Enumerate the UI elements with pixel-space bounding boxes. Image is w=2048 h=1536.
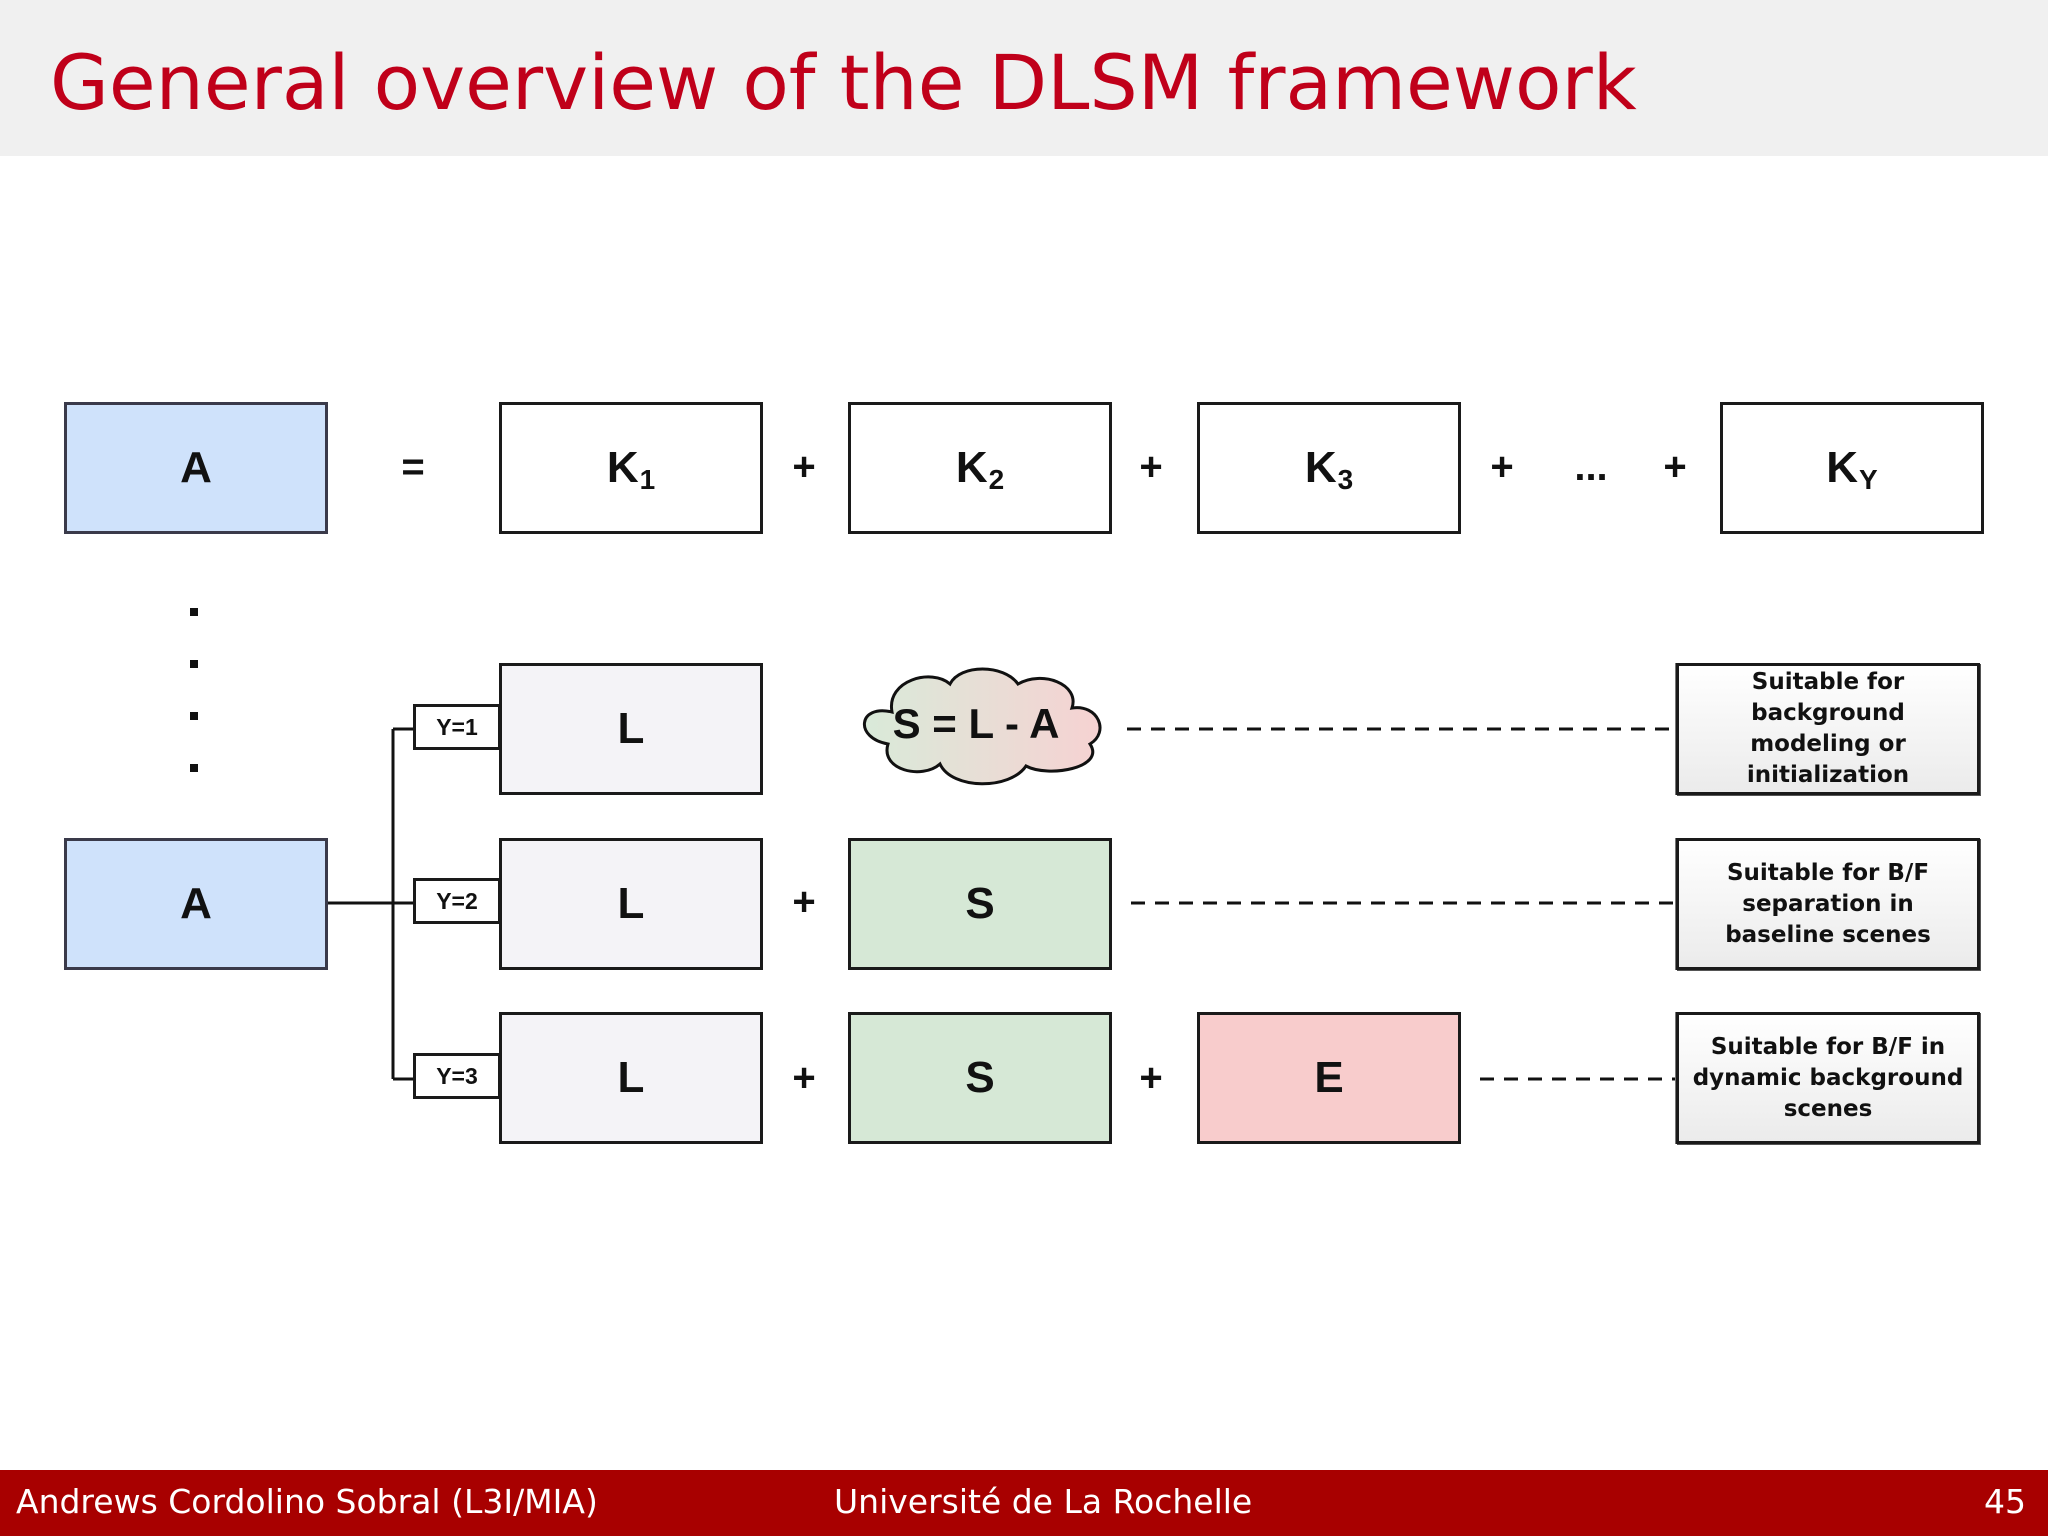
equals-sign: = — [401, 445, 425, 489]
footer-page-number: 45 — [1984, 1482, 2026, 1521]
row2-plus: + — [792, 880, 816, 924]
note-row1: Suitable for background modeling or init… — [1676, 663, 1980, 795]
vertical-dot — [190, 712, 198, 720]
row1-block-l-label: L — [617, 704, 645, 753]
row3-block-l-label: L — [617, 1053, 645, 1102]
kernel-k2-sub: 2 — [988, 464, 1005, 495]
row3-block-s: S — [848, 1012, 1112, 1144]
row2-block-l-label: L — [617, 879, 645, 928]
kernel-k1-base: K — [606, 443, 639, 492]
kernel-k2-base: K — [955, 443, 988, 492]
kernel-k1-sub: 1 — [639, 464, 656, 495]
kernel-ky-base: K — [1826, 443, 1859, 492]
matrix-a-label: A — [180, 443, 212, 492]
footer-author: Andrews Cordolino Sobral (L3I/MIA) — [16, 1482, 598, 1521]
kernel-ky-sub: Y — [1859, 464, 1878, 495]
note-row2: Suitable for B/F separation in baseline … — [1676, 838, 1980, 970]
note-row3: Suitable for B/F in dynamic background s… — [1676, 1012, 1980, 1144]
row-label-y1: Y=1 — [413, 704, 501, 750]
row-label-y2: Y=2 — [413, 878, 501, 924]
row3-plus-2: + — [1139, 1056, 1163, 1100]
row1-block-l: L — [499, 663, 763, 795]
vertical-dot — [190, 764, 198, 772]
cloud-shape — [862, 667, 1102, 786]
row2-block-s-label: S — [965, 879, 995, 928]
vertical-dot — [190, 608, 198, 616]
plus-sign-1: + — [792, 445, 816, 489]
row3-plus-1: + — [792, 1056, 816, 1100]
row3-block-e-label: E — [1314, 1053, 1344, 1102]
plus-sign-2: + — [1139, 445, 1163, 489]
vertical-dot — [190, 660, 198, 668]
matrix-a-input: A — [64, 838, 328, 970]
ellipsis: ... — [1574, 445, 1608, 489]
cloud-formula: S = L - A — [892, 700, 1060, 747]
title-bar: General overview of the DLSM framework — [0, 0, 2048, 156]
plus-sign-3: + — [1490, 445, 1514, 489]
plus-sign-4: + — [1663, 445, 1687, 489]
slide-title: General overview of the DLSM framework — [50, 38, 1637, 127]
kernel-k3-base: K — [1304, 443, 1337, 492]
row3-block-s-label: S — [965, 1053, 995, 1102]
matrix-a-top: A — [64, 402, 328, 534]
matrix-a-input-label: A — [180, 879, 212, 928]
row3-block-e: E — [1197, 1012, 1461, 1144]
row3-block-l: L — [499, 1012, 763, 1144]
footer-bar: Andrews Cordolino Sobral (L3I/MIA) Unive… — [0, 1470, 2048, 1536]
row-label-y3: Y=3 — [413, 1053, 501, 1099]
row2-block-l: L — [499, 838, 763, 970]
row2-block-s: S — [848, 838, 1112, 970]
footer-institution: Université de La Rochelle — [834, 1482, 1253, 1521]
kernel-k3-sub: 3 — [1337, 464, 1354, 495]
